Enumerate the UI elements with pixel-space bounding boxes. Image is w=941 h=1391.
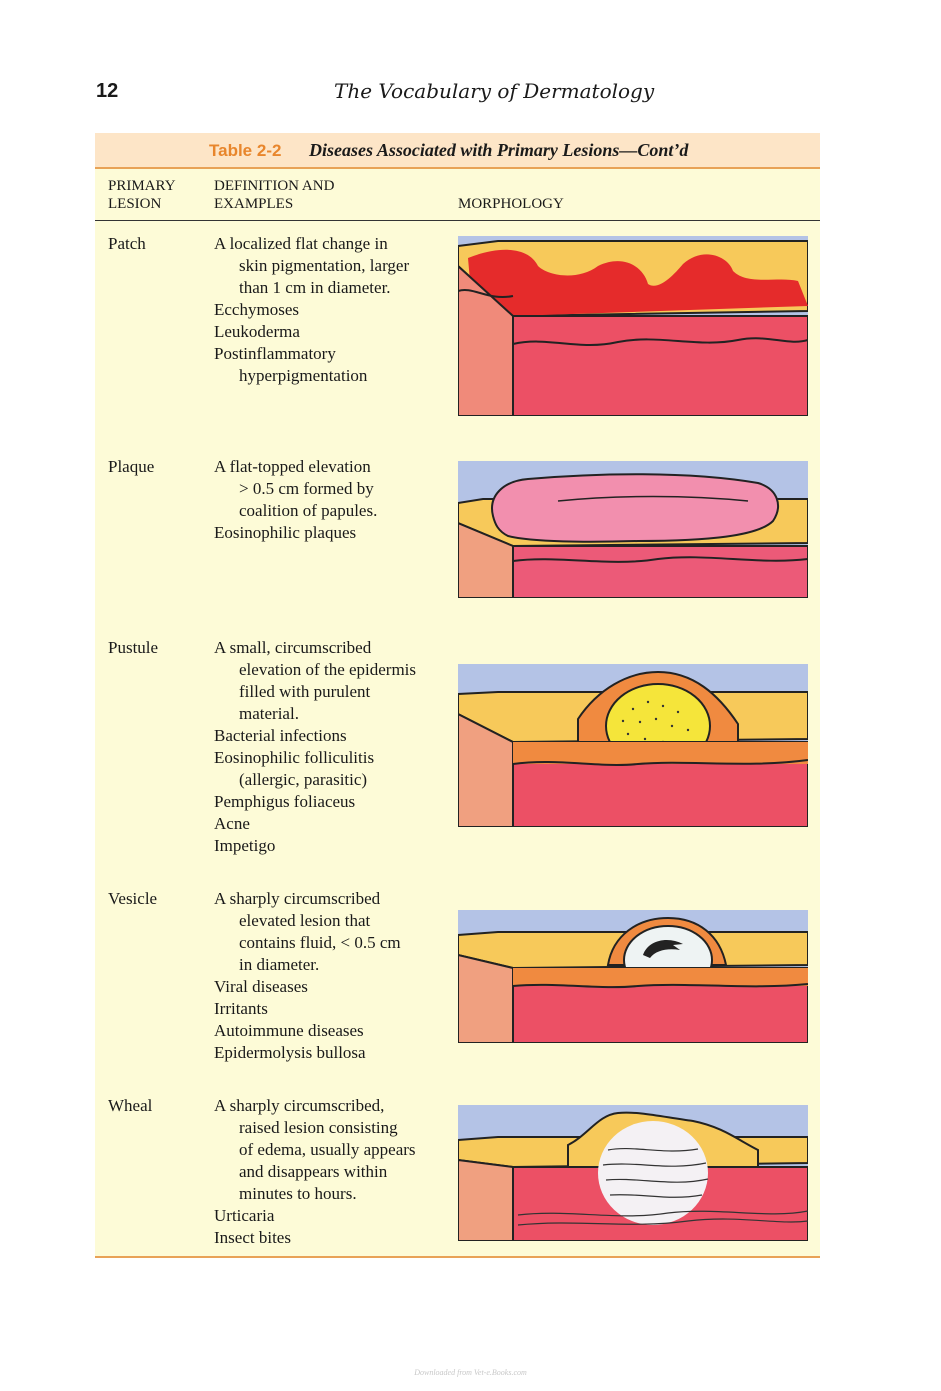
example-item: Acne	[214, 814, 250, 833]
wheal-illustration	[458, 1105, 808, 1241]
patch-illustration	[458, 236, 808, 416]
definition-line: filled with purulent	[239, 682, 371, 701]
table-title-bar: Table 2-2 Diseases Associated with Prima…	[95, 133, 820, 169]
page-number: 12	[96, 80, 119, 102]
definition-line: of edema, usually appears	[239, 1140, 416, 1159]
definition-line: material.	[239, 704, 299, 723]
definition-line: A small, circumscribed	[214, 638, 372, 657]
lesion-definition: A sharply circumscribed elevated lesion …	[214, 888, 444, 1064]
example-item: Insect bites	[214, 1228, 291, 1247]
definition-line: A sharply circumscribed	[214, 889, 381, 908]
table-label: Table 2-2	[209, 141, 282, 160]
pustule-illustration	[458, 664, 808, 827]
definition-line: elevated lesion that	[239, 911, 371, 930]
example-item: Autoimmune diseases	[214, 1021, 364, 1040]
lesion-definition: A flat-topped elevation > 0.5 cm formed …	[214, 456, 444, 544]
definition-line: contains fluid, < 0.5 cm	[239, 933, 401, 952]
table-title: Diseases Associated with Primary Lesions…	[309, 140, 689, 160]
lesion-definition: A sharply circumscribed, raised lesion c…	[214, 1095, 444, 1249]
example-item: Urticaria	[214, 1206, 275, 1225]
header-primary-lesion: PRIMARY LESION	[108, 178, 175, 212]
download-watermark: Downloaded from Vet-e.Books.com	[414, 1368, 527, 1377]
example-item: hyperpigmentation	[239, 366, 368, 385]
example-item: Ecchymoses	[214, 300, 299, 319]
definition-line: raised lesion consisting	[239, 1118, 398, 1137]
definition-line: elevation of the epidermis	[239, 660, 417, 679]
lesion-definition: A small, circumscribed elevation of the …	[214, 637, 444, 857]
example-item: Eosinophilic plaques	[214, 523, 357, 542]
definition-line: and disappears within	[239, 1162, 388, 1181]
example-item: Pemphigus foliaceus	[214, 792, 356, 811]
definition-line: in diameter.	[239, 955, 320, 974]
definition-line: A localized flat change in	[214, 234, 388, 253]
example-item: Leukoderma	[214, 322, 300, 341]
example-item: Viral diseases	[214, 977, 308, 996]
definition-line: than 1 cm in diameter.	[239, 278, 391, 297]
example-item: (allergic, parasitic)	[239, 770, 368, 789]
definition-line: > 0.5 cm formed by	[239, 479, 374, 498]
lesion-name: Patch	[108, 234, 146, 253]
example-item: Epidermolysis bullosa	[214, 1043, 366, 1062]
example-item: Postinflammatory	[214, 344, 336, 363]
lesion-name: Wheal	[108, 1096, 153, 1115]
lesion-name: Plaque	[108, 457, 155, 476]
running-head: The Vocabulary of Dermatology	[334, 79, 655, 103]
vesicle-illustration	[458, 910, 808, 1043]
example-item: Bacterial infections	[214, 726, 347, 745]
definition-line: coalition of papules.	[239, 501, 378, 520]
example-item: Eosinophilic folliculitis	[214, 748, 375, 767]
lesion-table: Table 2-2 Diseases Associated with Prima…	[95, 133, 820, 1258]
header-morphology: MORPHOLOGY	[458, 196, 564, 212]
definition-line: skin pigmentation, larger	[239, 256, 410, 275]
lesion-name: Vesicle	[108, 889, 158, 908]
example-item: Irritants	[214, 999, 268, 1018]
lesion-definition: A localized flat change in skin pigmenta…	[214, 233, 444, 387]
plaque-illustration	[458, 461, 808, 598]
definition-line: A flat-topped elevation	[214, 457, 371, 476]
definition-line: minutes to hours.	[239, 1184, 357, 1203]
lesion-name: Pustule	[108, 638, 159, 657]
header-definition: DEFINITION AND EXAMPLES	[214, 178, 335, 212]
example-item: Impetigo	[214, 836, 276, 855]
definition-line: A sharply circumscribed,	[214, 1096, 385, 1115]
table-bottom-rule	[95, 1256, 820, 1258]
table-header-row: PRIMARY LESION DEFINITION AND EXAMPLES M…	[95, 169, 820, 221]
